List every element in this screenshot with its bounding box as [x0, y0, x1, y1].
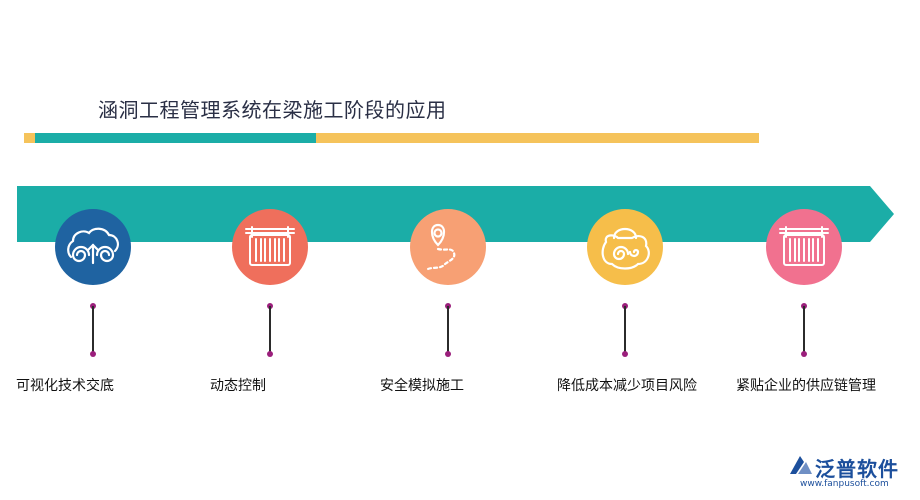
- progress-bar-fill: [35, 133, 316, 143]
- barcode-icon: [779, 226, 829, 266]
- page-title: 涵洞工程管理系统在梁施工阶段的应用: [98, 98, 447, 122]
- progress-bar-cap: [24, 133, 35, 143]
- step-2-label: 动态控制: [210, 378, 266, 394]
- step-5-label: 紧贴企业的供应链管理: [736, 378, 876, 394]
- connector-line: [803, 306, 805, 354]
- progress-bar-track: [316, 133, 759, 143]
- step-1-label: 可视化技术交底: [16, 378, 114, 394]
- connector-dot-bottom: [801, 351, 807, 357]
- connector-dot-bottom: [445, 351, 451, 357]
- step-5-circle: [766, 209, 842, 285]
- barcode-icon: [245, 226, 295, 266]
- fanpu-logo-icon: [790, 456, 812, 474]
- connector-line: [624, 306, 626, 354]
- step-1-circle: [55, 209, 131, 285]
- connector-dot-bottom: [267, 351, 273, 357]
- bag-swirl-icon: [601, 227, 650, 270]
- step-2-circle: [232, 209, 308, 285]
- connector-dot-bottom: [90, 351, 96, 357]
- location-route-icon: [426, 223, 456, 271]
- connector-dot-bottom: [622, 351, 628, 357]
- step-4-label: 降低成本减少项目风险: [557, 378, 697, 394]
- connector-line: [92, 306, 94, 354]
- step-4-circle: [587, 209, 663, 285]
- logo-url: www.fanpusoft.com: [800, 479, 889, 489]
- cloud-swirl-icon: [67, 227, 119, 265]
- logo-brand-name: 泛普软件: [815, 457, 899, 481]
- brand-logo: 泛普软件 www.fanpusoft.com: [788, 452, 914, 494]
- step-3-label: 安全模拟施工: [380, 378, 464, 394]
- step-3-circle: [410, 209, 486, 285]
- connector-line: [447, 306, 449, 354]
- connector-line: [269, 306, 271, 354]
